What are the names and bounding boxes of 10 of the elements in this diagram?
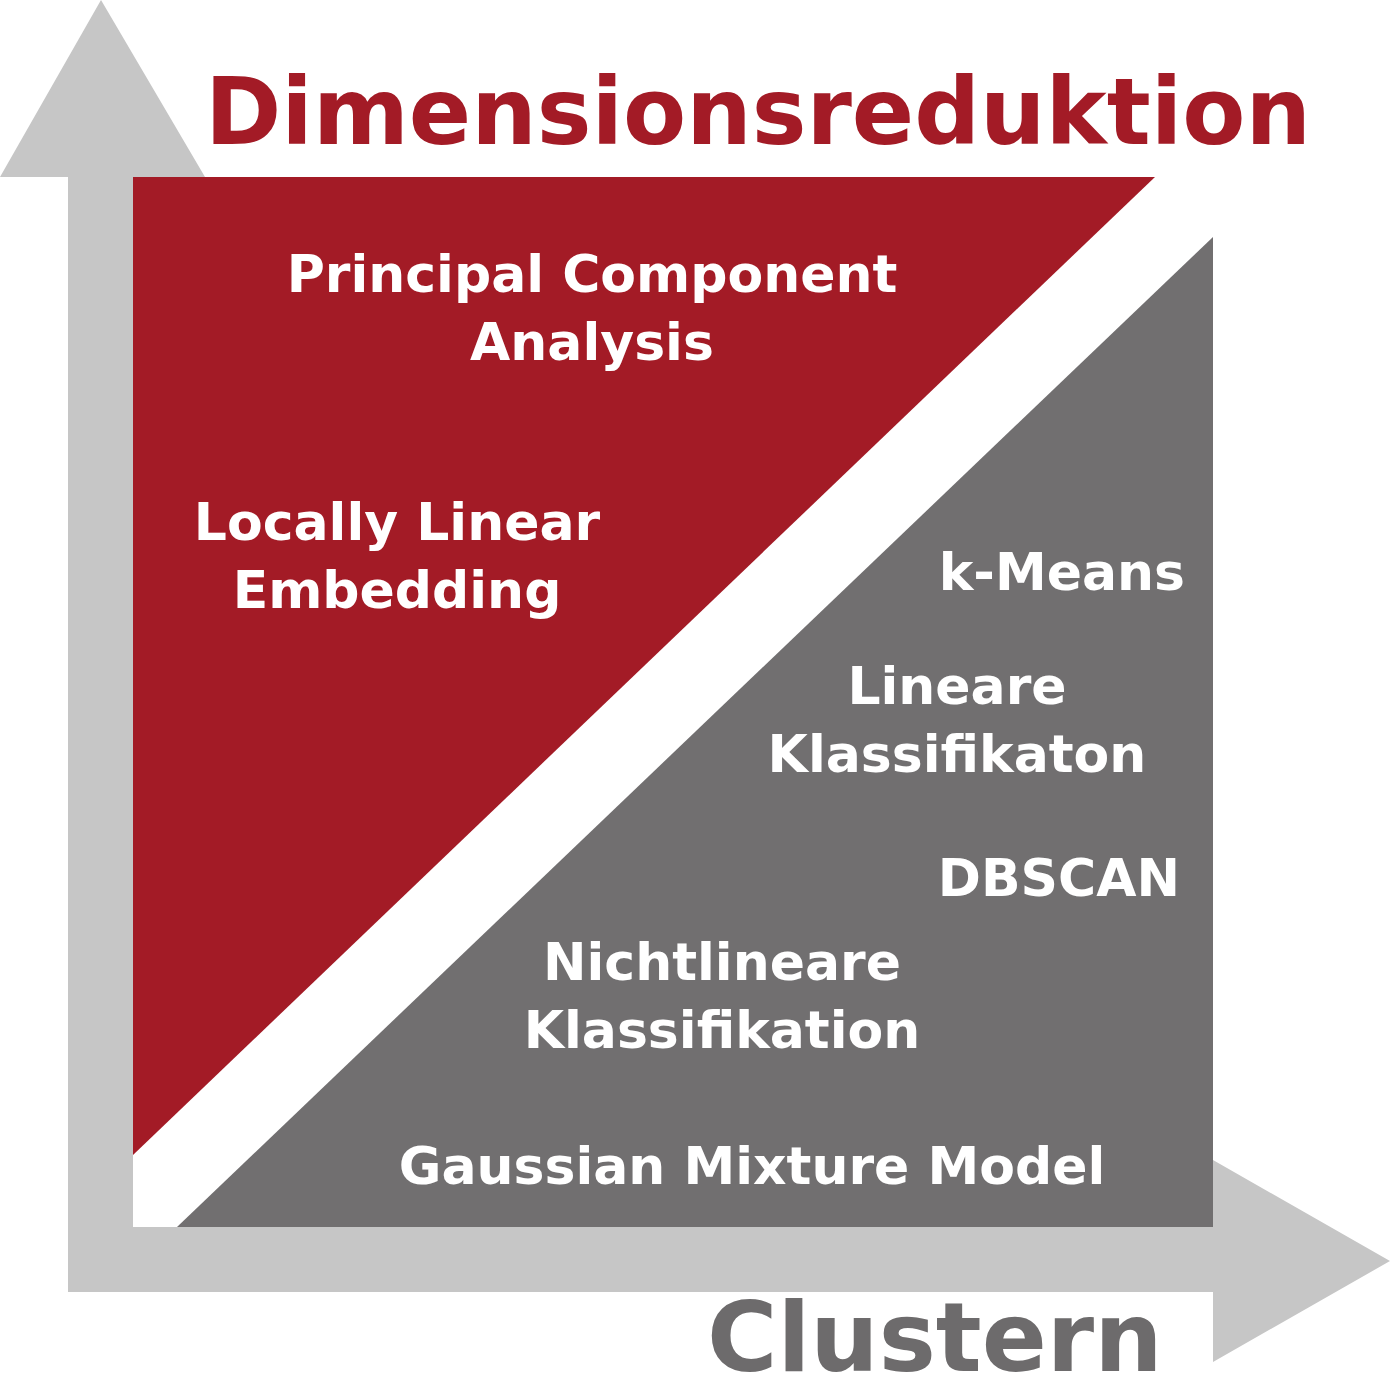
method-label: Lineare Klassifikaton	[766, 655, 1148, 786]
method-label: k-Means	[938, 541, 1185, 604]
method-label: Principal Component Analysis	[285, 243, 899, 374]
axis-label: Clustern	[707, 1285, 1163, 1391]
method-label: Gaussian Mixture Model	[398, 1135, 1106, 1198]
method-label: Nichtlineare Klassifikation	[522, 931, 922, 1062]
triangle-region	[177, 237, 1213, 1227]
axis-label: Dimensionsreduktion	[205, 62, 1311, 163]
method-label: Locally Linear Embedding	[192, 491, 602, 622]
method-label: DBSCAN	[937, 847, 1180, 910]
